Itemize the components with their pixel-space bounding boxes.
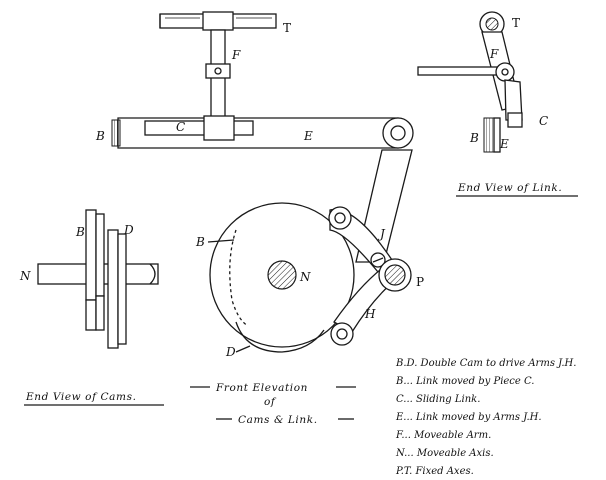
label-t: T xyxy=(283,21,291,35)
legend-line-4: E... Link moved by Arms J.H. xyxy=(395,412,542,423)
label-b: B xyxy=(195,235,205,249)
front-elevation-caption-3: Cams & Link. xyxy=(238,414,318,426)
legend: B.D. Double Cam to drive Arms J.H. B... … xyxy=(395,358,576,477)
label-p: P xyxy=(416,275,424,289)
cams-label-d: D xyxy=(123,223,134,237)
end-view-cams-caption: End View of Cams. xyxy=(25,391,137,403)
cams-label-n: N xyxy=(19,269,31,283)
end-view-link-caption: End View of Link. xyxy=(457,182,562,194)
link-label-c: C xyxy=(539,114,548,128)
sliding-link-c xyxy=(144,115,254,141)
label-n: N xyxy=(299,270,311,284)
link-label-f: F xyxy=(489,47,499,61)
link-label-b: B xyxy=(469,131,479,145)
front-elevation-caption-1: Front Elevation xyxy=(215,382,308,394)
legend-line-3: C... Sliding Link. xyxy=(396,394,480,405)
end-view-cams: B D N End View of Cams. xyxy=(19,209,164,406)
label-c: C xyxy=(176,120,185,134)
label-d: D xyxy=(225,345,236,359)
end-view-link: T F C B E End View of Link. xyxy=(417,11,578,197)
label-b-symbol: B xyxy=(95,129,105,143)
legend-line-5: F... Moveable Arm. xyxy=(395,430,491,441)
cams-label-b: B xyxy=(75,225,85,239)
fixed-axis-t xyxy=(159,11,277,31)
front-elevation-caption-2: of xyxy=(264,396,277,408)
legend-line-2: B... Link moved by Piece C. xyxy=(395,376,534,387)
front-elevation: T F C B E B D N J H P Front Elevation of… xyxy=(95,11,424,426)
arm-j xyxy=(328,149,413,273)
label-h: H xyxy=(364,307,376,321)
label-e: E xyxy=(303,129,313,143)
legend-line-1: B.D. Double Cam to drive Arms J.H. xyxy=(395,358,576,369)
link-label-t: T xyxy=(512,16,520,30)
arm-h xyxy=(330,265,396,346)
fixed-axis-p xyxy=(378,258,412,292)
link-label-e: E xyxy=(499,137,509,151)
legend-line-6: N... Moveable Axis. xyxy=(395,448,494,459)
label-f: F xyxy=(231,48,241,62)
legend-line-7: P.T. Fixed Axes. xyxy=(395,466,474,477)
moveable-arm-f xyxy=(205,29,231,119)
label-j: J xyxy=(377,227,386,241)
double-cam-bd xyxy=(209,202,355,353)
